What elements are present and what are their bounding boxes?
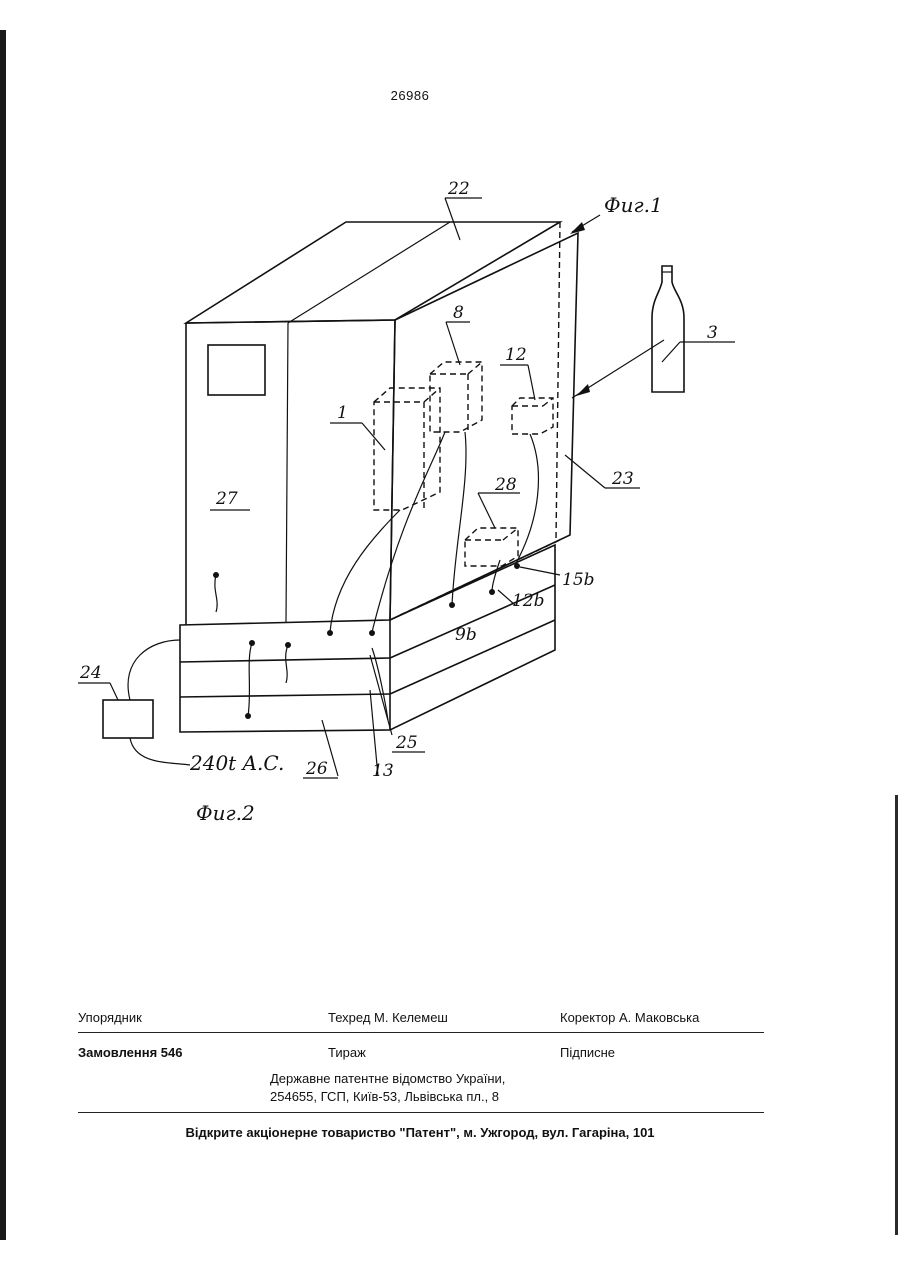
footer-rule-top <box>78 1032 764 1033</box>
component-12 <box>512 398 553 434</box>
power-supply-box <box>103 640 190 765</box>
order-number: Замовлення 546 <box>78 1045 183 1060</box>
leader-lines <box>78 198 735 778</box>
label-12b: 12b <box>512 591 545 611</box>
label-fig1: Фиг.1 <box>604 193 663 217</box>
label-3: 3 <box>707 323 718 343</box>
component-8 <box>430 362 482 432</box>
label-1: 1 <box>337 403 348 423</box>
cabinet-front <box>186 320 395 625</box>
label-power-input: 240t A.C. <box>189 751 284 775</box>
office-line-1: Державне патентне відомство України, <box>270 1070 505 1088</box>
patent-figure-drawing: 22 Фиг.1 8 1 12 3 23 27 28 15b 12b 9b 24… <box>0 0 900 1000</box>
label-26: 26 <box>305 759 328 779</box>
publisher-line: Відкрите акціонерне товариство "Патент",… <box>0 1125 840 1140</box>
corrector: Коректор А. Маковська <box>560 1010 699 1025</box>
label-24: 24 <box>79 663 102 683</box>
fig1-pointer-arrow <box>570 215 600 234</box>
label-28: 28 <box>494 475 517 495</box>
label-25: 25 <box>395 733 418 753</box>
patent-office-address: Державне патентне відомство України, 254… <box>270 1070 505 1106</box>
label-12: 12 <box>505 345 527 365</box>
office-line-2: 254655, ГСП, Київ-53, Львівська пл., 8 <box>270 1088 505 1106</box>
cabinet-top <box>186 222 560 323</box>
label-23: 23 <box>611 469 634 489</box>
label-15b: 15b <box>562 570 595 590</box>
component-28 <box>465 528 518 566</box>
label-8: 8 <box>453 303 464 323</box>
cabinet-base <box>180 545 555 732</box>
label-9b: 9b <box>455 625 477 645</box>
bottle-3 <box>652 266 684 392</box>
display-window <box>208 345 265 395</box>
subscription-label: Підписне <box>560 1045 615 1060</box>
label-13: 13 <box>372 761 394 781</box>
compiler-label: Упорядник <box>78 1010 142 1025</box>
figure-caption: Фиг.2 <box>196 801 255 825</box>
label-27: 27 <box>215 489 238 509</box>
arrow-to-bottle <box>572 340 664 398</box>
side-door-panel <box>390 222 578 620</box>
circulation-label: Тираж <box>328 1045 366 1060</box>
label-22: 22 <box>447 179 470 199</box>
footer-rule-bottom <box>78 1112 764 1113</box>
tech-editor: Техред М. Келемеш <box>328 1010 448 1025</box>
